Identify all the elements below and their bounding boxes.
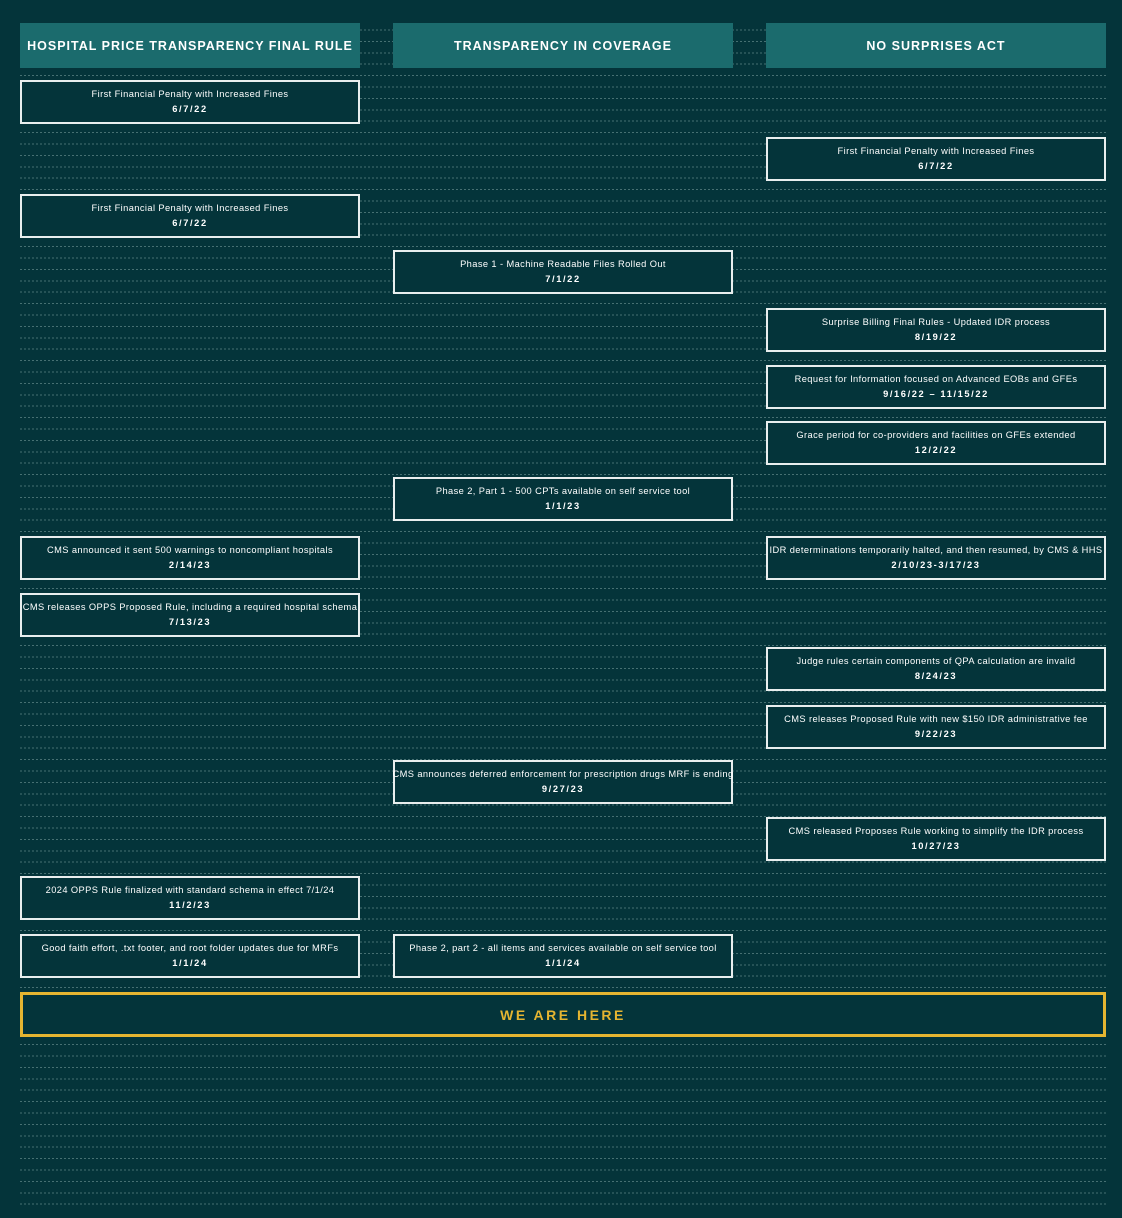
event-box: CMS announces deferred enforcement for p… bbox=[392, 760, 734, 804]
event-box: First Financial Penalty with Increased F… bbox=[20, 80, 360, 124]
event-box: Good faith effort, .txt footer, and root… bbox=[20, 934, 360, 978]
event-box: Surprise Billing Final Rules - Updated I… bbox=[766, 308, 1106, 352]
event-box: 2024 OPPS Rule finalized with standard s… bbox=[20, 876, 360, 920]
event-title: 2024 OPPS Rule finalized with standard s… bbox=[45, 885, 335, 895]
event-title: CMS announces deferred enforcement for p… bbox=[392, 769, 734, 779]
event-title: Request for Information focused on Advan… bbox=[794, 374, 1078, 384]
we-are-here-marker: WE ARE HERE bbox=[20, 992, 1106, 1037]
event-date: 1/1/24 bbox=[545, 958, 581, 968]
event-box: Request for Information focused on Advan… bbox=[766, 365, 1106, 409]
event-date: 12/2/22 bbox=[914, 445, 958, 455]
event-box: CMS releases OPPS Proposed Rule, includi… bbox=[20, 593, 360, 637]
event-box: First Financial Penalty with Increased F… bbox=[20, 194, 360, 238]
event-date: 2/10/23-3/17/23 bbox=[891, 560, 981, 570]
event-date: 1/1/23 bbox=[545, 501, 581, 511]
event-title: CMS announced it sent 500 warnings to no… bbox=[46, 545, 334, 555]
event-title: Surprise Billing Final Rules - Updated I… bbox=[821, 317, 1051, 327]
event-date: 11/2/23 bbox=[169, 900, 211, 910]
event-date: 9/22/23 bbox=[914, 729, 958, 739]
event-title: Phase 2, part 2 - all items and services… bbox=[409, 943, 717, 953]
event-box: Phase 2, Part 1 - 500 CPTs available on … bbox=[393, 477, 733, 521]
event-title: First Financial Penalty with Increased F… bbox=[91, 89, 289, 99]
event-date: 9/16/22 – 11/15/22 bbox=[883, 389, 989, 399]
event-title: Phase 1 - Machine Readable Files Rolled … bbox=[460, 259, 666, 269]
event-date: 10/27/23 bbox=[911, 841, 961, 851]
event-date: 8/24/23 bbox=[914, 671, 958, 681]
event-title: IDR determinations temporarily halted, a… bbox=[769, 545, 1103, 555]
event-title: First Financial Penalty with Increased F… bbox=[91, 203, 289, 213]
event-date: 2/14/23 bbox=[168, 560, 212, 570]
event-box: CMS released Proposes Rule working to si… bbox=[766, 817, 1106, 861]
event-box: Phase 1 - Machine Readable Files Rolled … bbox=[393, 250, 733, 294]
event-title: Good faith effort, .txt footer, and root… bbox=[41, 943, 339, 953]
event-box: Phase 2, part 2 - all items and services… bbox=[393, 934, 733, 978]
header-transparency-in-coverage: TRANSPARENCY IN COVERAGE bbox=[393, 23, 733, 68]
event-box: CMS announced it sent 500 warnings to no… bbox=[20, 536, 360, 580]
event-title: Grace period for co-providers and facili… bbox=[796, 430, 1076, 440]
event-date: 7/1/22 bbox=[545, 274, 581, 284]
header-no-surprises-act: NO SURPRISES ACT bbox=[766, 23, 1106, 68]
event-date: 9/27/23 bbox=[541, 784, 585, 794]
event-box: IDR determinations temporarily halted, a… bbox=[766, 536, 1106, 580]
event-title: CMS released Proposes Rule working to si… bbox=[788, 826, 1084, 836]
event-date: 7/13/23 bbox=[168, 617, 212, 627]
header-hospital-price-transparency: HOSPITAL PRICE TRANSPARENCY FINAL RULE bbox=[20, 23, 360, 68]
event-title: Judge rules certain components of QPA ca… bbox=[796, 656, 1076, 666]
event-date: 6/7/22 bbox=[172, 104, 208, 114]
event-title: CMS releases OPPS Proposed Rule, includi… bbox=[22, 602, 358, 612]
event-date: 6/7/22 bbox=[918, 161, 954, 171]
event-box: First Financial Penalty with Increased F… bbox=[766, 137, 1106, 181]
event-box: CMS releases Proposed Rule with new $150… bbox=[766, 705, 1106, 749]
event-box: Judge rules certain components of QPA ca… bbox=[766, 647, 1106, 691]
event-title: Phase 2, Part 1 - 500 CPTs available on … bbox=[435, 486, 691, 496]
event-box: Grace period for co-providers and facili… bbox=[766, 421, 1106, 465]
event-date: 1/1/24 bbox=[172, 958, 208, 968]
event-title: First Financial Penalty with Increased F… bbox=[837, 146, 1035, 156]
event-date: 8/19/22 bbox=[914, 332, 958, 342]
event-date: 6/7/22 bbox=[172, 218, 208, 228]
event-title: CMS releases Proposed Rule with new $150… bbox=[784, 714, 1088, 724]
